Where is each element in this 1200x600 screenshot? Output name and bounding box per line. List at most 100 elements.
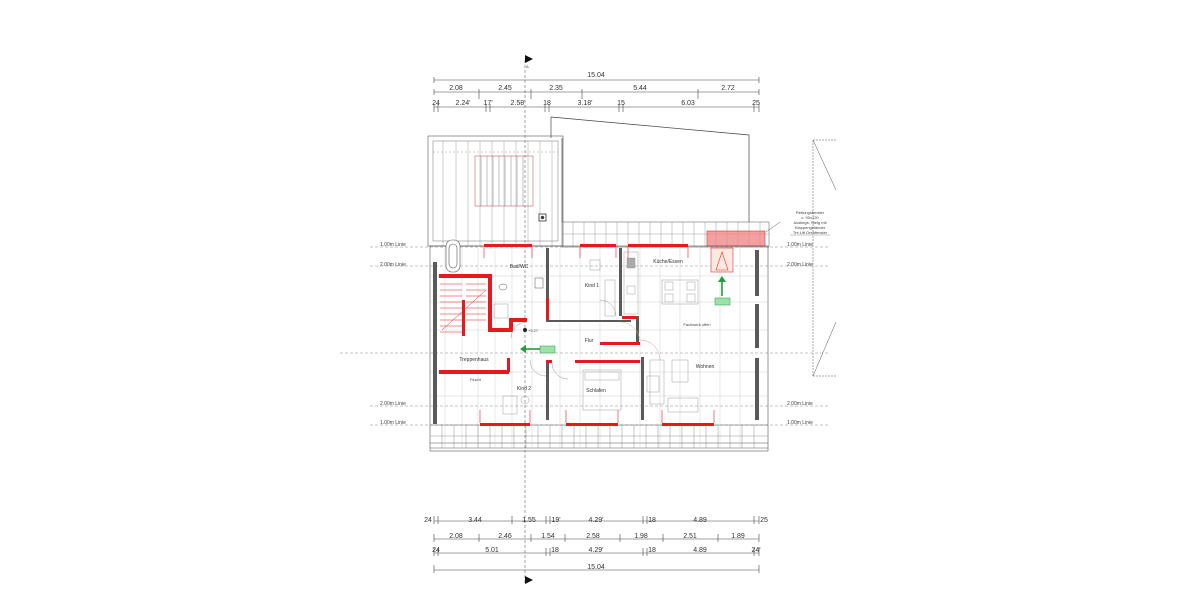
svg-text:3.44: 3.44 <box>468 517 482 524</box>
svg-text:6.03: 6.03 <box>681 100 695 107</box>
svg-text:A: A <box>526 64 529 69</box>
svg-text:2.35: 2.35 <box>549 85 563 92</box>
svg-text:4.89: 4.89 <box>693 517 707 524</box>
svg-text:1.98: 1.98 <box>634 533 648 540</box>
arrow-up-icon <box>718 276 726 282</box>
svg-text:24: 24 <box>432 547 440 554</box>
svg-text:2.00m Linie: 2.00m Linie <box>380 401 406 407</box>
svg-text:2.45: 2.45 <box>498 85 512 92</box>
section-arrow-bottom-icon <box>525 576 533 584</box>
level-labels-right: 1.00m Linie 2.00m Linie 2.00m Linie 1.00… <box>787 242 813 426</box>
dim-row3-top: 24 2.24' 17' 2.58' 18 3.18' 15 6.03 25 <box>432 100 760 107</box>
level-labels-left: 1.00m Linie 2.00m Linie 2.00m Linie 1.00… <box>380 242 406 426</box>
svg-text:5.44: 5.44 <box>633 85 647 92</box>
svg-text:1.00m Linie: 1.00m Linie <box>380 242 406 248</box>
section-axis-a: A <box>524 55 533 585</box>
svg-text:2.08: 2.08 <box>449 533 463 540</box>
svg-text:4.29': 4.29' <box>589 517 604 524</box>
svg-text:15: 15 <box>617 100 625 107</box>
svg-text:1.00m Linie: 1.00m Linie <box>787 420 813 426</box>
svg-text:2.24': 2.24' <box>456 100 471 107</box>
existing-walls <box>433 248 759 424</box>
room-label-wohnen: Wohnen <box>696 364 715 370</box>
svg-text:2.00m Linie: 2.00m Linie <box>787 262 813 268</box>
svg-text:18: 18 <box>648 517 656 524</box>
room-label-kind2: Kind 2 <box>517 386 531 392</box>
desk-kind1 <box>589 259 616 317</box>
svg-text:+3.27: +3.27 <box>528 328 539 333</box>
svg-text:1.55: 1.55 <box>522 517 536 524</box>
svg-text:19': 19' <box>551 517 560 524</box>
svg-text:24': 24' <box>751 547 760 554</box>
svg-text:1.54: 1.54 <box>541 533 555 540</box>
svg-text:2.72: 2.72 <box>721 85 735 92</box>
room-label-schlafen: Schlafen <box>586 388 606 394</box>
rescue-window <box>710 247 734 273</box>
svg-text:Tre.Lift Drehfenster: Tre.Lift Drehfenster <box>793 230 828 235</box>
escape-arrow-kitchen <box>714 276 731 306</box>
svg-text:2.00m Linie: 2.00m Linie <box>787 401 813 407</box>
svg-text:Austiegs, Steig mit: Austiegs, Steig mit <box>793 220 827 225</box>
dormer-outline <box>550 116 750 222</box>
roof-band-bottom <box>430 425 768 448</box>
rescue-window-note: Rettungsfenster c. 90x120 Austiegs, Stei… <box>790 210 830 236</box>
height-marker: +3.27 <box>523 328 539 333</box>
escape-arrow-flur <box>520 345 556 354</box>
room-label-kueche: Küche/Essen <box>653 259 683 265</box>
svg-text:2.58: 2.58 <box>586 533 600 540</box>
svg-text:2.00m Linie: 2.00m Linie <box>380 262 406 268</box>
svg-text:24: 24 <box>432 100 440 107</box>
svg-text:24: 24 <box>424 517 432 524</box>
dim-total-bottom: 15.04 <box>587 564 605 571</box>
svg-text:4.29': 4.29' <box>589 547 604 554</box>
room-label-flur: Flur <box>585 338 594 344</box>
dining-table <box>661 279 699 305</box>
rescue-window-hatch <box>706 230 766 247</box>
dim-row3-bottom: 24 5.01 18 4.29' 18 4.89 24' <box>432 547 760 554</box>
shower <box>493 303 509 319</box>
label-fachwerk: Fachwerk offen <box>683 322 710 327</box>
side-section-sketch <box>812 139 837 377</box>
svg-text:18: 18 <box>648 547 656 554</box>
svg-text:25: 25 <box>752 100 760 107</box>
sink-bad <box>534 277 544 289</box>
svg-text:2.58': 2.58' <box>511 100 526 107</box>
bathtub <box>445 239 461 273</box>
svg-text:Rettungsfenster: Rettungsfenster <box>796 210 825 215</box>
room-label-kind1: Kind 1 <box>585 283 599 289</box>
svg-text:4.89: 4.89 <box>693 547 707 554</box>
dim-row1-bottom: 24 3.44 1.55 19' 4.29' 18 4.89 25 <box>424 517 768 524</box>
dimension-chain-top <box>433 77 760 112</box>
room-label-bad: Bad/WC <box>510 264 529 270</box>
bed <box>582 369 622 411</box>
svg-text:1.89: 1.89 <box>731 533 745 540</box>
kitchen-counter <box>623 251 639 315</box>
svg-text:2.51: 2.51 <box>683 533 697 540</box>
sofa <box>646 359 699 413</box>
svg-text:1.00m Linie: 1.00m Linie <box>380 420 406 426</box>
dim-row2-top: 2.08 2.45 2.35 5.44 2.72 <box>449 85 735 92</box>
svg-text:25: 25 <box>760 517 768 524</box>
svg-text:c. 90x120: c. 90x120 <box>801 215 819 220</box>
svg-text:17': 17' <box>483 100 492 107</box>
section-arrow-top-icon <box>525 55 533 63</box>
svg-text:1.00m Linie: 1.00m Linie <box>787 242 813 248</box>
svg-text:18: 18 <box>551 547 559 554</box>
label-flucht: Flucht <box>470 377 482 382</box>
svg-text:Klappengeländer: Klappengeländer <box>795 225 826 230</box>
svg-text:2.08: 2.08 <box>449 85 463 92</box>
room-labels: Bad/WC Kind 1 Küche/Essen Flur Treppenha… <box>459 259 714 394</box>
svg-text:5.01: 5.01 <box>485 547 499 554</box>
svg-text:3.18': 3.18' <box>578 100 593 107</box>
arrow-left-icon <box>520 345 526 353</box>
desk-kind2 <box>502 395 530 415</box>
roof-band-top <box>561 221 781 248</box>
new-walls <box>439 244 714 426</box>
dim-row2-bottom: 2.08 2.46 1.54 2.58 1.98 2.51 1.89 <box>449 533 745 540</box>
door-swings <box>510 299 661 380</box>
svg-text:18: 18 <box>543 100 551 107</box>
window-rails <box>479 247 715 423</box>
staircase <box>440 283 487 333</box>
dimension-chain-bottom <box>433 516 760 573</box>
toilet <box>498 283 508 291</box>
